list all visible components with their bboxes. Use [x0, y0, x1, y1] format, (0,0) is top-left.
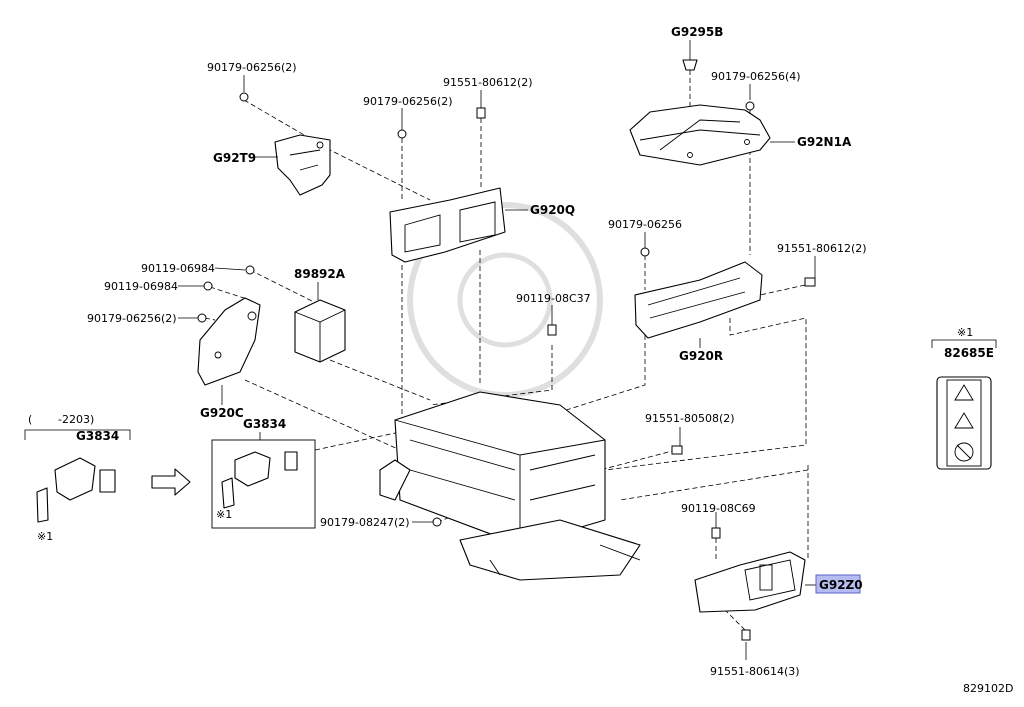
callout-91551-80508-2[interactable]: 91551-80508(2) — [645, 412, 735, 425]
bracket-g92t9[interactable] — [274, 134, 331, 196]
callout-g92t9[interactable]: G92T9 — [213, 151, 256, 165]
callout-90179-06256[interactable]: 90179-06256 — [608, 218, 682, 231]
bolts — [197, 92, 816, 641]
callout-g920r[interactable]: G920R — [679, 349, 723, 363]
bracket-g920r[interactable] — [634, 261, 763, 339]
callout-82685e[interactable]: 82685E — [944, 346, 994, 360]
callout-g3834-left[interactable]: G3834 — [76, 429, 119, 443]
range-value: -2203) — [58, 413, 94, 426]
g92z0-highlight — [815, 574, 861, 594]
g3834-kit-box[interactable] — [211, 432, 316, 529]
clip-g9295b[interactable] — [682, 59, 698, 71]
callout-labels: G9295B 90179-06256(4) G92N1A 90179-06256… — [28, 25, 1013, 695]
note-mark-box: ※1 — [216, 508, 232, 521]
g3834-left-group[interactable] — [24, 429, 131, 523]
callout-g92n1a[interactable]: G92N1A — [797, 135, 852, 149]
callout-90119-06984-b[interactable]: 90119-06984 — [104, 280, 178, 293]
callout-90119-06984-a[interactable]: 90119-06984 — [141, 262, 215, 275]
callout-g920q[interactable]: G920Q — [530, 203, 575, 217]
label-note-mark: ※1 — [957, 326, 973, 339]
leader-lines — [178, 40, 818, 660]
callout-90119-08c69[interactable]: 90119-08C69 — [681, 502, 756, 515]
arrow-icon — [151, 468, 191, 496]
callout-g3834-box[interactable]: G3834 — [243, 417, 286, 431]
callout-90119-08c37[interactable]: 90119-08C37 — [516, 292, 591, 305]
connector-g92z0[interactable] — [694, 551, 806, 613]
bracket-g920c[interactable] — [197, 297, 261, 386]
callout-90179-06256-2-mid[interactable]: 90179-06256(2) — [363, 95, 453, 108]
callout-90179-06256-2-top[interactable]: 90179-06256(2) — [207, 61, 297, 74]
range-prefix: ( — [28, 413, 32, 426]
callout-89892a[interactable]: 89892A — [294, 267, 346, 281]
callout-91551-80612-2-top[interactable]: 91551-80612(2) — [443, 76, 533, 89]
callout-90179-08247-2[interactable]: 90179-08247(2) — [320, 516, 410, 529]
callout-g92z0[interactable]: G92Z0 — [819, 578, 863, 592]
diagram-id: 829102D — [963, 682, 1013, 695]
callout-g9295b[interactable]: G9295B — [671, 25, 723, 39]
cover-g92n1a[interactable] — [629, 104, 771, 166]
callout-g920c[interactable]: G920C — [200, 406, 244, 420]
callout-91551-80612-2-right[interactable]: 91551-80612(2) — [777, 242, 867, 255]
callout-90179-06256-4[interactable]: 90179-06256(4) — [711, 70, 801, 83]
battery-pack-assembly[interactable] — [379, 391, 641, 581]
callout-90179-06256-2-left[interactable]: 90179-06256(2) — [87, 312, 177, 325]
watermark-emblem — [407, 202, 603, 398]
note-mark-left: ※1 — [37, 530, 53, 543]
ecu-89892a[interactable] — [294, 299, 346, 363]
callout-91551-80614-3[interactable]: 91551-80614(3) — [710, 665, 800, 678]
bracket-g920q[interactable] — [389, 187, 506, 263]
warning-label-82685e[interactable] — [931, 339, 997, 470]
